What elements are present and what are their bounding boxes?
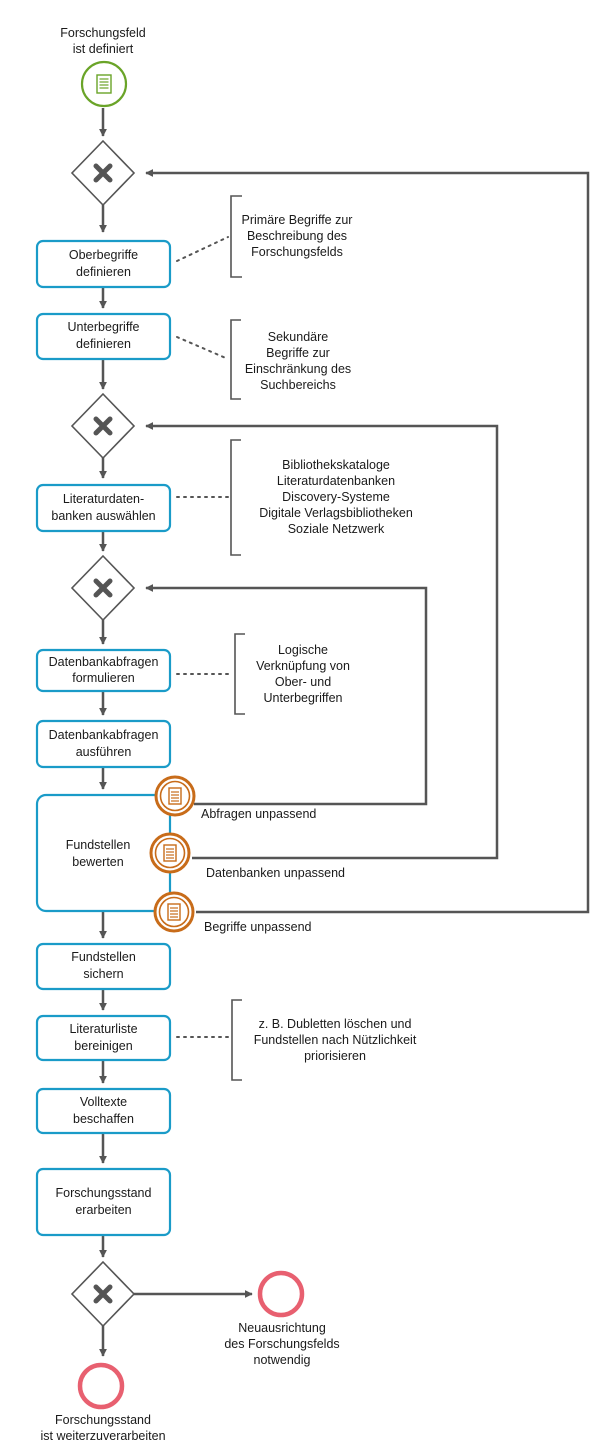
task-label-line1: Fundstellen	[66, 838, 131, 852]
task-label-line1: Literaturdaten-	[63, 492, 144, 506]
boundary-event-label: Begriffe unpassend	[204, 920, 312, 934]
annotation-text-line: Sekundäre	[268, 330, 329, 344]
end-event-label-line1: Forschungsstand	[55, 1413, 151, 1427]
end-event-neuausrichtung[interactable]: Neuausrichtung des Forschungsfelds notwe…	[224, 1270, 340, 1367]
task-label-line2: bereinigen	[74, 1039, 132, 1053]
flow-abfragen-unpassend-to-gateway3	[145, 583, 428, 806]
exclusive-gateway-1[interactable]	[70, 139, 136, 207]
exclusive-gateway-x-icon	[93, 416, 113, 436]
annotation-text-line: Ober- und	[275, 675, 331, 689]
annotation-text-line: Primäre Begriffe zur	[242, 213, 353, 227]
annotation-unterbegriffe: Sekundäre Begriffe zur Einschränkung des…	[176, 319, 351, 400]
task-label-line1: Forschungsstand	[56, 1186, 152, 1200]
annotation-bereinigen: z. B. Dubletten löschen und Fundstellen …	[176, 999, 417, 1081]
task-label-line2: definieren	[76, 265, 131, 279]
task-label-line2: sichern	[83, 967, 123, 981]
annotation-text-line: Soziale Netzwerk	[288, 522, 385, 536]
exclusive-gateway-2[interactable]	[70, 392, 136, 460]
task-literaturdatenbanken-auswaehlen[interactable]: Literaturdaten- banken auswählen	[35, 483, 172, 533]
sequence-flows	[98, 108, 590, 1357]
task-label-line2: banken auswählen	[51, 509, 155, 523]
start-event-label-line1: Forschungsfeld	[60, 26, 146, 40]
task-label-line2: definieren	[76, 337, 131, 351]
document-icon	[168, 787, 182, 805]
annotation-text-line: Einschränkung des	[245, 362, 351, 376]
task-label-line1: Datenbankabfragen	[49, 728, 159, 742]
task-forschungsstand-erarbeiten[interactable]: Forschungsstand erarbeiten	[35, 1167, 172, 1237]
annotation-text-line: priorisieren	[304, 1049, 366, 1063]
annotation-text-line: Forschungsfelds	[251, 245, 343, 259]
end-event-label-line2: ist weiterzuverarbeiten	[40, 1429, 165, 1443]
task-label-line1: Unterbegriffe	[67, 320, 139, 334]
task-fundstellen-sichern[interactable]: Fundstellen sichern	[35, 942, 172, 991]
document-icon	[167, 903, 181, 921]
annotation-text-line: Unterbegriffen	[264, 691, 343, 705]
end-event-label-line3: notwendig	[254, 1353, 311, 1367]
document-icon	[96, 74, 112, 94]
annotation-text-line: Suchbereichs	[260, 378, 336, 392]
boundary-event-label: Datenbanken unpassend	[206, 866, 345, 880]
boundary-event-label: Abfragen unpassend	[201, 807, 316, 821]
task-fundstellen-bewerten[interactable]: Fundstellen bewerten	[35, 793, 172, 913]
annotation-text-line: Verknüpfung von	[256, 659, 350, 673]
end-event-label-line1: Neuausrichtung	[238, 1321, 326, 1335]
task-label-line1: Literaturliste	[69, 1022, 137, 1036]
boundary-event-abfragen-unpassend[interactable]: Abfragen unpassend	[154, 775, 316, 821]
document-icon	[163, 844, 177, 862]
annotation-abfragen: Logische Verknüpfung von Ober- und Unter…	[176, 633, 350, 715]
task-label-line1: Datenbankabfragen	[49, 655, 159, 669]
task-label-line2: ausführen	[76, 745, 132, 759]
annotation-text-line: Bibliothekskataloge	[282, 458, 390, 472]
annotation-text-line: Literaturdatenbanken	[277, 474, 395, 488]
annotation-text-line: Digitale Verlagsbibliotheken	[259, 506, 413, 520]
exclusive-gateway-x-icon	[93, 578, 113, 598]
annotation-text-line: Fundstellen nach Nützlichkeit	[254, 1033, 417, 1047]
flow-datenbanken-unpassend-to-gateway2	[145, 421, 499, 860]
flow-begriffe-unpassend-to-gateway1	[145, 168, 590, 914]
exclusive-gateway-x-icon	[93, 1284, 113, 1304]
annotation-text-line: z. B. Dubletten löschen und	[259, 1017, 412, 1031]
end-event-forschungsstand[interactable]: Forschungsstand ist weiterzuverarbeiten	[40, 1362, 166, 1443]
task-label-line1: Volltexte	[80, 1095, 127, 1109]
annotation-oberbegriffe: Primäre Begriffe zur Beschreibung des Fo…	[176, 195, 353, 278]
boundary-event-begriffe-unpassend[interactable]: Begriffe unpassend	[153, 891, 312, 934]
annotation-text-line: Beschreibung des	[247, 229, 347, 243]
task-label-line1: Fundstellen	[71, 950, 136, 964]
start-event[interactable]: Forschungsfeld ist definiert	[60, 26, 146, 108]
boundary-event-datenbanken-unpassend[interactable]: Datenbanken unpassend	[149, 832, 345, 880]
annotation-text-line: Discovery-Systeme	[282, 490, 390, 504]
task-datenbankabfragen-formulieren[interactable]: Datenbankabfragen formulieren	[35, 648, 172, 693]
end-event-label-line2: des Forschungsfelds	[224, 1337, 339, 1351]
exclusive-gateway-x-icon	[93, 163, 113, 183]
task-literaturliste-bereinigen[interactable]: Literaturliste bereinigen	[35, 1014, 172, 1062]
task-datenbankabfragen-ausfuehren[interactable]: Datenbankabfragen ausführen	[35, 719, 172, 769]
annotation-text-line: Begriffe zur	[266, 346, 330, 360]
annotation-datenbanken: Bibliothekskataloge Literaturdatenbanken…	[176, 439, 413, 556]
task-volltexte-beschaffen[interactable]: Volltexte beschaffen	[35, 1087, 172, 1135]
task-label-line1: Oberbegriffe	[69, 248, 138, 262]
exclusive-gateway-4[interactable]	[70, 1260, 136, 1328]
task-oberbegriffe-definieren[interactable]: Oberbegriffe definieren	[35, 239, 172, 289]
task-label-line2: erarbeiten	[75, 1203, 131, 1217]
task-label-line2: beschaffen	[73, 1112, 134, 1126]
exclusive-gateway-3[interactable]	[70, 554, 136, 622]
task-label-line2: formulieren	[72, 671, 135, 685]
task-label-line2: bewerten	[72, 855, 123, 869]
task-unterbegriffe-definieren[interactable]: Unterbegriffe definieren	[35, 312, 172, 361]
annotation-text-line: Logische	[278, 643, 328, 657]
start-event-label-line2: ist definiert	[73, 42, 134, 56]
